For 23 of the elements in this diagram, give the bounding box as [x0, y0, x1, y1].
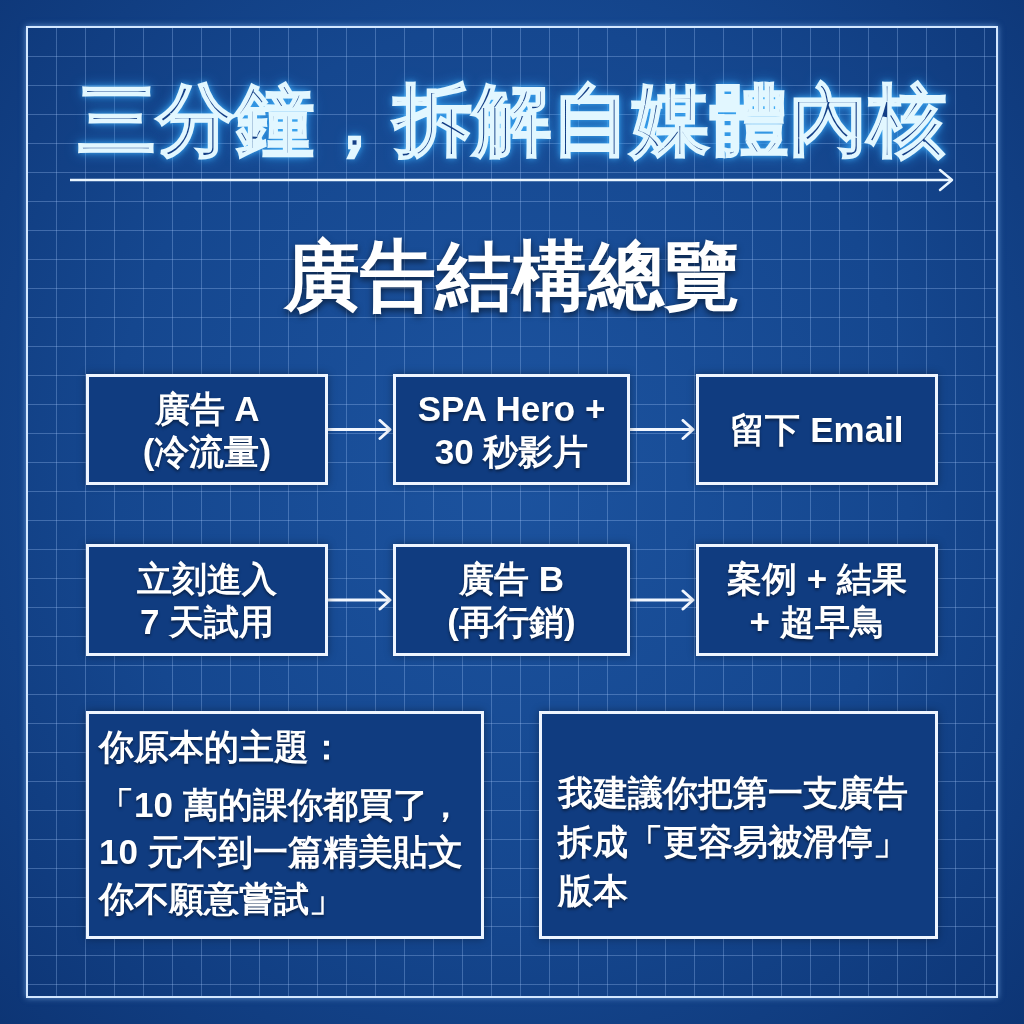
step-box [86, 374, 328, 485]
note-heading: 你原本的主題： [99, 727, 344, 766]
step-label: SPA Hero + 30 秒影片 [417, 388, 606, 471]
step-box [86, 544, 328, 656]
page-title: 三分鐘，拆解自媒體內核 [77, 77, 947, 163]
step-box [696, 544, 938, 656]
step-label: 留下 Email [730, 410, 904, 449]
arrow [630, 589, 695, 611]
note-box [539, 711, 938, 939]
step-box [696, 374, 938, 485]
section-heading: 廣告結構總覽 [284, 234, 740, 318]
step-label: 案例 + 結果 + 超早鳥 [727, 559, 907, 641]
arrow [630, 419, 695, 440]
step-box [393, 374, 630, 485]
step-label: 廣告 A (冷流量) [142, 388, 272, 471]
arrow [328, 419, 392, 440]
step-label: 立刻進入 7 天試用 [137, 559, 277, 641]
arrow [328, 589, 392, 611]
step-box [393, 544, 630, 656]
note-text: 「10 萬的課你都買了，10 元不到一篇精美貼文你不願意嘗試」 [99, 785, 463, 918]
note-text: 我建議你把第一支廣告拆成「更容易被滑停」版本 [558, 773, 908, 910]
note-box [86, 711, 484, 939]
step-label: 廣告 B (再行銷) [447, 559, 576, 641]
